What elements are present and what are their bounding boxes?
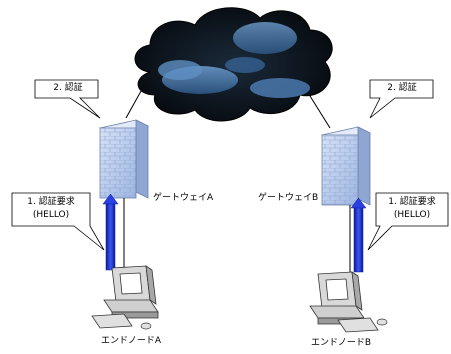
request-callout-b-line2: (HELLO) — [393, 210, 431, 220]
request-callout-b-shape — [367, 192, 449, 251]
request-callout-b-line1: 1. 認証要求 — [388, 197, 436, 207]
request-arrow-a — [102, 193, 119, 271]
gateway-a-firewall-icon — [98, 119, 150, 199]
end-node-a-computer-icon — [91, 265, 159, 330]
request-callout-a-shape — [11, 192, 105, 251]
end-node-a-label: エンドノードA — [101, 336, 161, 346]
request-callout-a-line2: (HELLO) — [32, 210, 70, 220]
gateway-b-label: ゲートウェイB — [258, 193, 319, 203]
end-node-b-label: エンドノードB — [311, 338, 371, 348]
internet-cloud-icon — [134, 7, 333, 122]
auth-callout-b-shape — [369, 79, 434, 119]
request-arrow-b — [350, 197, 367, 273]
gateway-a-label: ゲートウェイA — [153, 193, 214, 203]
end-node-b-computer-icon — [309, 271, 388, 333]
request-callout-a-line1: 1. 認証要求 — [27, 197, 75, 207]
gateway-b-firewall-icon — [320, 126, 372, 206]
auth-callout-a-shape — [34, 79, 101, 119]
auth-callout-b-text: 2. 認証 — [387, 83, 417, 93]
auth-callout-a-text: 2. 認証 — [53, 83, 83, 93]
